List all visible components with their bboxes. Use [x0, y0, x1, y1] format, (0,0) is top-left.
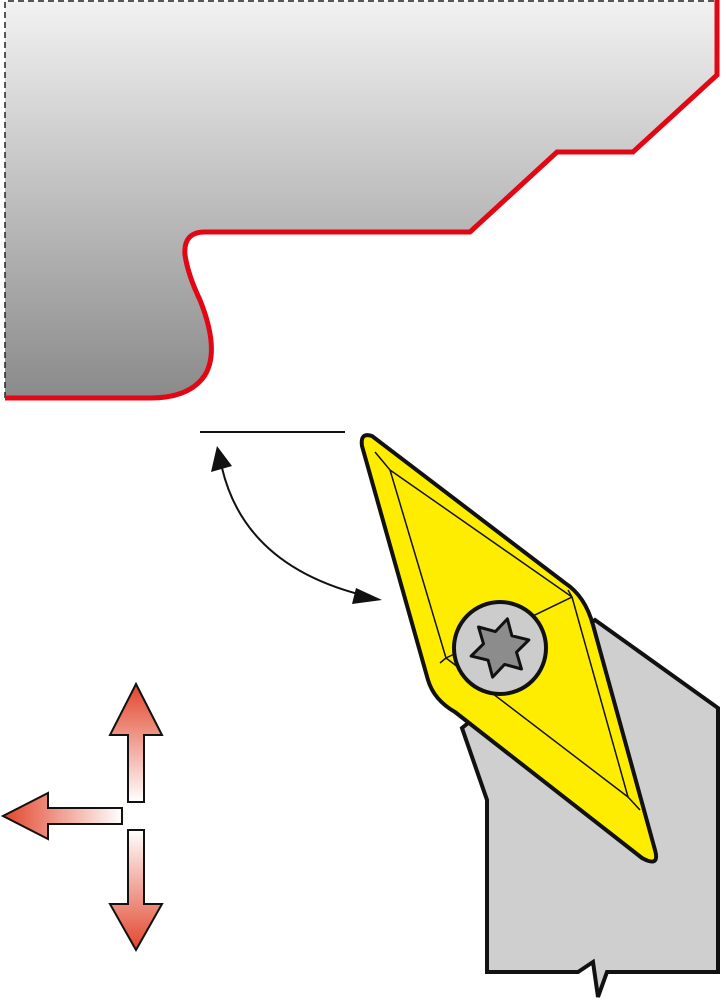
angle-arrow-icon — [211, 446, 382, 604]
insert-inner-edge — [374, 451, 641, 811]
workpiece — [4, 0, 720, 401]
torx-icon — [469, 617, 531, 679]
arrow-down-icon — [108, 829, 164, 953]
workpiece-dashed-boundary — [4, 0, 717, 398]
arrow-left-icon — [0, 791, 123, 841]
cutting-insert — [359, 433, 659, 864]
direction-arrows — [0, 681, 164, 953]
workpiece-profile — [5, 0, 720, 401]
arrow-up-icon — [108, 681, 164, 803]
workpiece-body — [5, 1, 717, 398]
